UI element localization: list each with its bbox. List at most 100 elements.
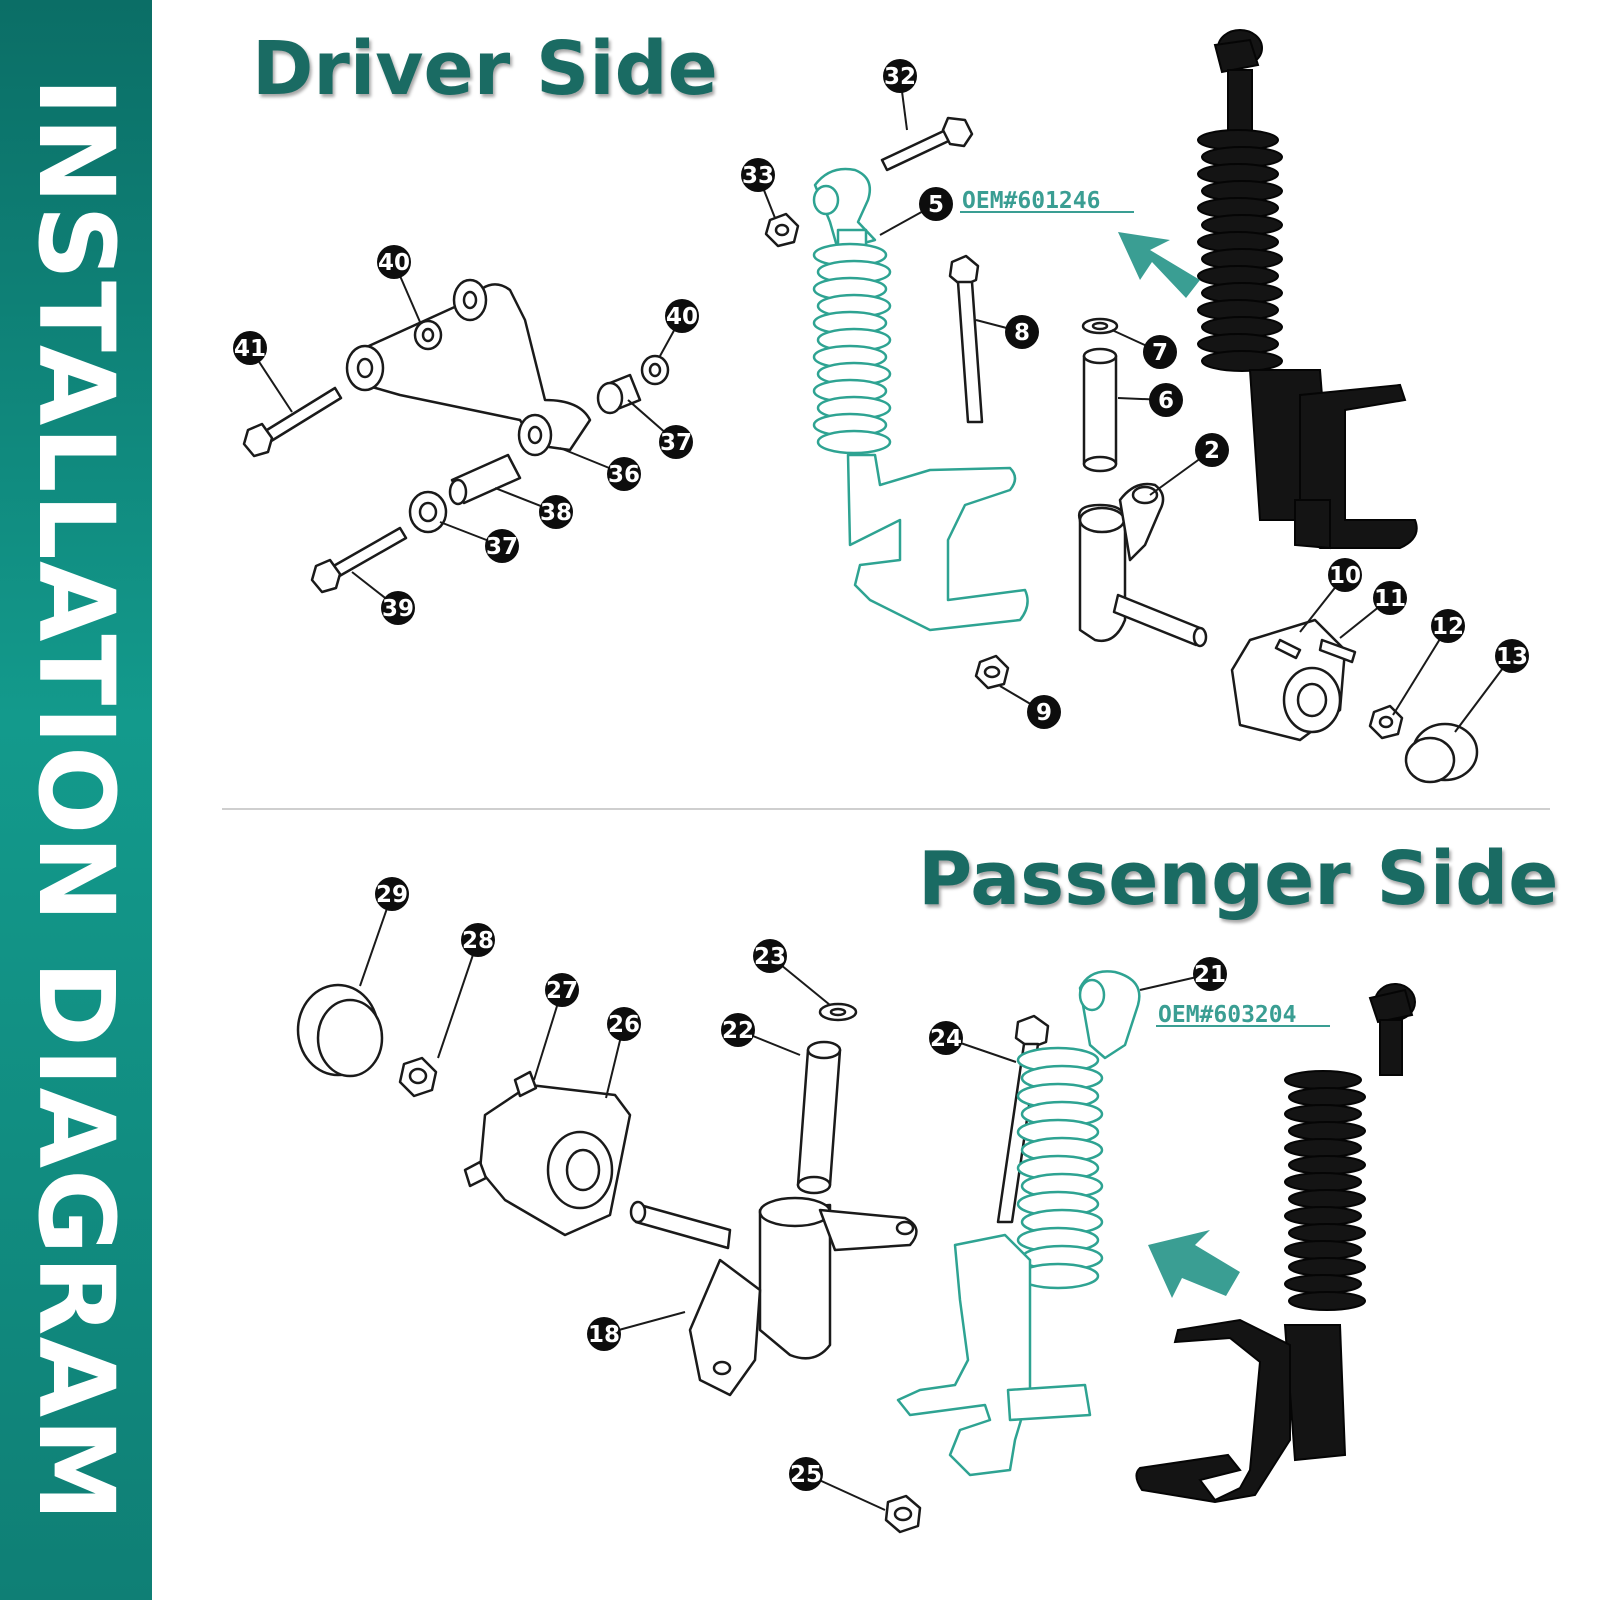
callout-number: 37 bbox=[486, 534, 518, 560]
callout-leader-line bbox=[1392, 625, 1449, 716]
callout-bubble bbox=[1495, 639, 1529, 673]
callout-number: 38 bbox=[540, 500, 572, 526]
callout-number: 27 bbox=[546, 978, 578, 1004]
callout-bubble bbox=[1005, 315, 1039, 349]
hub-10 bbox=[1230, 618, 1357, 742]
driver-callout-37: 37 bbox=[439, 521, 519, 563]
callout-leader-line bbox=[437, 939, 479, 1059]
passenger-shock-black bbox=[1135, 983, 1416, 1504]
callout-bubble bbox=[789, 1457, 823, 1491]
driver-callout-33: 33 bbox=[741, 158, 776, 219]
callout-bubble bbox=[1373, 581, 1407, 615]
driver-arrow-icon bbox=[1118, 232, 1200, 298]
callout-bubble bbox=[1027, 695, 1061, 729]
callout-bubble bbox=[1149, 383, 1183, 417]
spring-coil bbox=[1288, 1189, 1366, 1209]
callout-bubble bbox=[377, 245, 411, 279]
driver-callout-36: 36 bbox=[559, 447, 641, 491]
callout-number: 9 bbox=[1036, 700, 1052, 726]
driver-callout-38: 38 bbox=[494, 487, 573, 529]
callout-number: 10 bbox=[1329, 563, 1361, 589]
spring-coil bbox=[1288, 1155, 1366, 1175]
bolt-41 bbox=[242, 386, 343, 458]
oem-driver: OEM#601246 bbox=[962, 188, 1100, 214]
driver-callout-40: 40 bbox=[659, 299, 699, 357]
passenger-callout-18: 18 bbox=[587, 1311, 686, 1351]
passenger-callout-28: 28 bbox=[437, 923, 495, 1059]
nut-33 bbox=[764, 212, 800, 248]
driver-callout-37: 37 bbox=[627, 399, 693, 459]
callout-number: 21 bbox=[1194, 962, 1226, 988]
driver-callout-12: 12 bbox=[1392, 609, 1465, 716]
washer-23 bbox=[818, 1002, 858, 1022]
callout-bubble bbox=[883, 59, 917, 93]
lug-nut-28 bbox=[398, 1056, 438, 1098]
callout-number: 2 bbox=[1204, 438, 1220, 464]
driver-callout-6: 6 bbox=[1117, 383, 1183, 417]
bolt-32 bbox=[880, 116, 974, 172]
spring-coil bbox=[1284, 1138, 1362, 1158]
callout-bubble bbox=[607, 1007, 641, 1041]
driver-callout-40: 40 bbox=[377, 245, 421, 323]
passenger-callout-23: 23 bbox=[753, 939, 831, 1006]
callout-number: 40 bbox=[378, 250, 410, 276]
callout-bubble bbox=[1431, 609, 1465, 643]
callout-number: 24 bbox=[930, 1026, 962, 1052]
callout-number: 13 bbox=[1496, 644, 1528, 670]
spring-coil bbox=[1288, 1121, 1366, 1141]
spring-coil bbox=[1284, 1172, 1362, 1192]
sidebar-banner: INSTALLATION DIAGRAM bbox=[0, 0, 152, 1600]
spacer-22 bbox=[796, 1040, 842, 1195]
hub-26 bbox=[463, 1070, 632, 1237]
driver-callout-13: 13 bbox=[1454, 639, 1529, 733]
callout-number: 39 bbox=[382, 596, 414, 622]
driver-callout-8: 8 bbox=[975, 315, 1039, 349]
spring-coil bbox=[1288, 1257, 1366, 1277]
callout-bubble bbox=[485, 529, 519, 563]
callout-bubble bbox=[1195, 433, 1229, 467]
bushing-40a bbox=[413, 319, 443, 351]
passenger-callout-26: 26 bbox=[605, 1007, 641, 1099]
driver-shock-black bbox=[1197, 29, 1418, 550]
callout-bubble bbox=[659, 425, 693, 459]
spring-coil bbox=[1284, 1274, 1362, 1294]
bolt-8 bbox=[948, 254, 984, 424]
callout-bubble bbox=[381, 591, 415, 625]
passenger-callout-22: 22 bbox=[721, 1013, 801, 1056]
callout-bubble bbox=[461, 923, 495, 957]
callout-bubble bbox=[375, 877, 409, 911]
sleeve-38 bbox=[448, 453, 522, 506]
driver-callout-32: 32 bbox=[883, 59, 917, 131]
driver-callout-7: 7 bbox=[1111, 329, 1177, 369]
callout-number: 32 bbox=[884, 64, 916, 90]
callout-number: 40 bbox=[666, 304, 698, 330]
control-arm-36 bbox=[345, 278, 592, 457]
section-divider bbox=[222, 808, 1550, 810]
passenger-side-title: Passenger Side bbox=[918, 836, 1559, 922]
callout-number: 37 bbox=[660, 430, 692, 456]
spring-coil bbox=[1201, 350, 1283, 372]
callout-number: 12 bbox=[1432, 614, 1464, 640]
spring-coil bbox=[1284, 1104, 1362, 1124]
lug-nut-12 bbox=[1368, 704, 1404, 740]
spring-coil bbox=[1284, 1070, 1362, 1090]
spacer-6 bbox=[1082, 347, 1118, 473]
callout-number: 18 bbox=[588, 1322, 620, 1348]
spring-coil bbox=[816, 429, 892, 455]
callout-number: 23 bbox=[754, 944, 786, 970]
driver-callout-39: 39 bbox=[351, 571, 415, 625]
callout-number: 7 bbox=[1152, 340, 1168, 366]
bolt-39 bbox=[310, 526, 408, 594]
passenger-callout-27: 27 bbox=[533, 973, 579, 1081]
passenger-callout-29: 29 bbox=[359, 877, 409, 987]
dust-cap-29 bbox=[296, 983, 384, 1078]
driver-callout-2: 2 bbox=[1149, 433, 1229, 496]
driver-callout-5: 5 bbox=[879, 187, 953, 236]
bushing-37b bbox=[408, 490, 448, 534]
driver-callout-11: 11 bbox=[1339, 581, 1407, 639]
callout-number: 41 bbox=[234, 336, 266, 362]
driver-callout-41: 41 bbox=[233, 331, 293, 413]
spring-coil bbox=[1288, 1223, 1366, 1243]
oem-passenger: OEM#603204 bbox=[1158, 1002, 1296, 1028]
callout-bubble bbox=[607, 457, 641, 491]
